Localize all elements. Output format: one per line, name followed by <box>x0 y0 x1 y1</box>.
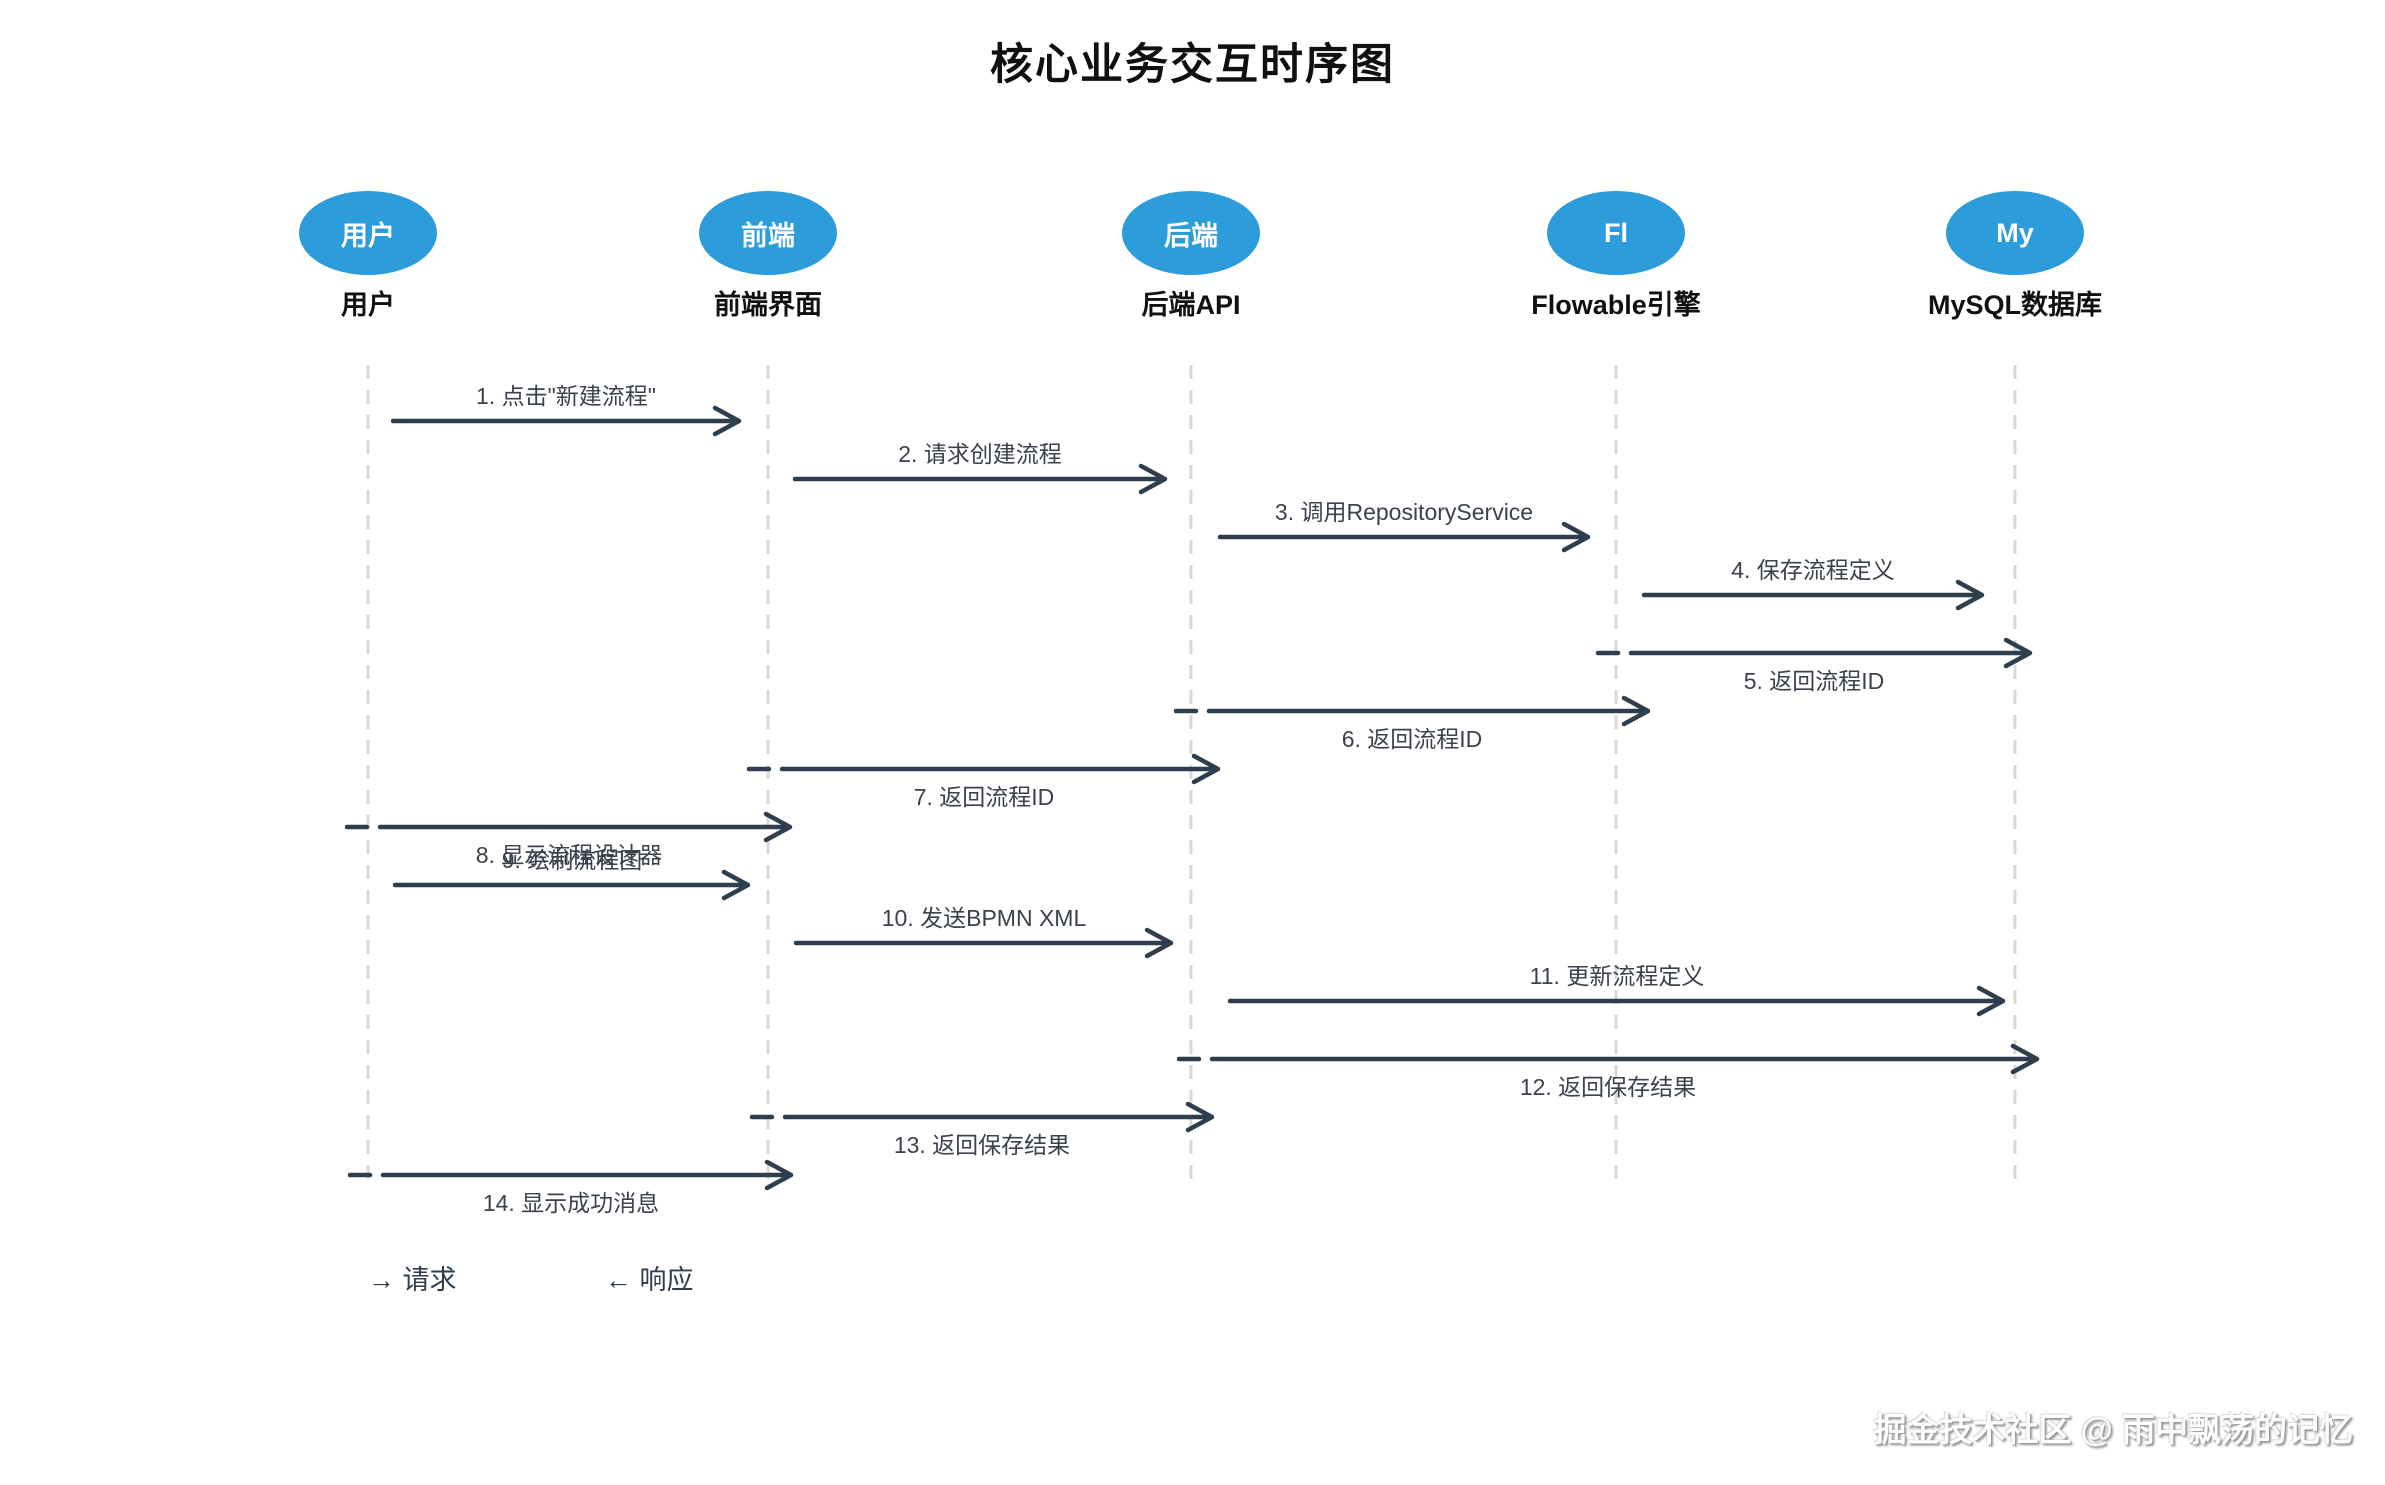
actor-short-label: Fl <box>1604 217 1628 248</box>
message-arrow-5 <box>1595 637 2033 669</box>
message-label-12: 12. 返回保存结果 <box>1519 1074 1697 1100</box>
message-label-13: 13. 返回保存结果 <box>893 1132 1071 1158</box>
legend-response-arrow: ← 响应 <box>605 1265 694 1295</box>
actor-ellipse-frontend: 前端 <box>699 191 837 275</box>
message-arrow-9 <box>392 869 751 901</box>
message-arrow-3 <box>1217 521 1591 553</box>
actor-name-frontend: 前端界面 <box>714 290 822 320</box>
actor-name-mysql: MySQL数据库 <box>1927 290 2103 320</box>
actor-name-backend: 后端API <box>1141 290 1241 320</box>
message-label-3: 3. 调用RepositoryService <box>1274 499 1534 525</box>
actor-name-flowable: Flowable引擎 <box>1531 290 1701 320</box>
message-label-2: 2. 请求创建流程 <box>898 441 1062 467</box>
legend-request-arrow: → 请求 <box>368 1265 457 1295</box>
actor-short-label: My <box>1996 217 2034 248</box>
actor-ellipse-user: 用户 <box>299 191 437 275</box>
actor-ellipse-flowable: Fl <box>1547 191 1685 275</box>
message-label-5: 5. 返回流程ID <box>1743 668 1885 694</box>
actor-ellipse-mysql: My <box>1946 191 2084 275</box>
message-arrow-7 <box>746 753 1221 785</box>
diagram-title: 核心业务交互时序图 <box>990 41 1395 89</box>
message-label-11: 11. 更新流程定义 <box>1529 963 1705 989</box>
actor-ellipse-backend: 后端 <box>1122 191 1260 275</box>
actor-short-label: 前端 <box>741 220 795 251</box>
message-label-6: 6. 返回流程ID <box>1341 726 1483 752</box>
message-arrow-4 <box>1641 579 1985 611</box>
message-arrow-14 <box>347 1159 794 1191</box>
message-label-10: 10. 发送BPMN XML <box>881 905 1087 931</box>
message-arrow-2 <box>792 463 1168 495</box>
actor-name-user: 用户 <box>341 290 395 320</box>
message-label-9: 9. 绘制流程图 <box>501 847 643 873</box>
message-label-14: 14. 显示成功消息 <box>482 1190 660 1216</box>
actor-short-label: 后端 <box>1164 220 1218 251</box>
message-label-7: 7. 返回流程ID <box>913 784 1055 810</box>
message-arrow-6 <box>1173 695 1651 727</box>
message-arrow-12 <box>1176 1043 2040 1075</box>
message-arrow-11 <box>1227 985 2006 1017</box>
actor-short-label: 用户 <box>341 220 395 251</box>
watermark: 掘金技术社区 @ 雨中飘荡的记忆 <box>1873 1411 2353 1448</box>
message-arrow-8 <box>344 811 793 843</box>
message-arrow-1 <box>390 405 742 437</box>
message-label-8: 8. 显示流程设计器 <box>475 842 663 868</box>
message-arrow-13 <box>749 1101 1215 1133</box>
message-label-4: 4. 保存流程定义 <box>1731 557 1895 583</box>
message-arrow-10 <box>793 927 1174 959</box>
message-label-1: 1. 点击"新建流程" <box>476 383 656 409</box>
